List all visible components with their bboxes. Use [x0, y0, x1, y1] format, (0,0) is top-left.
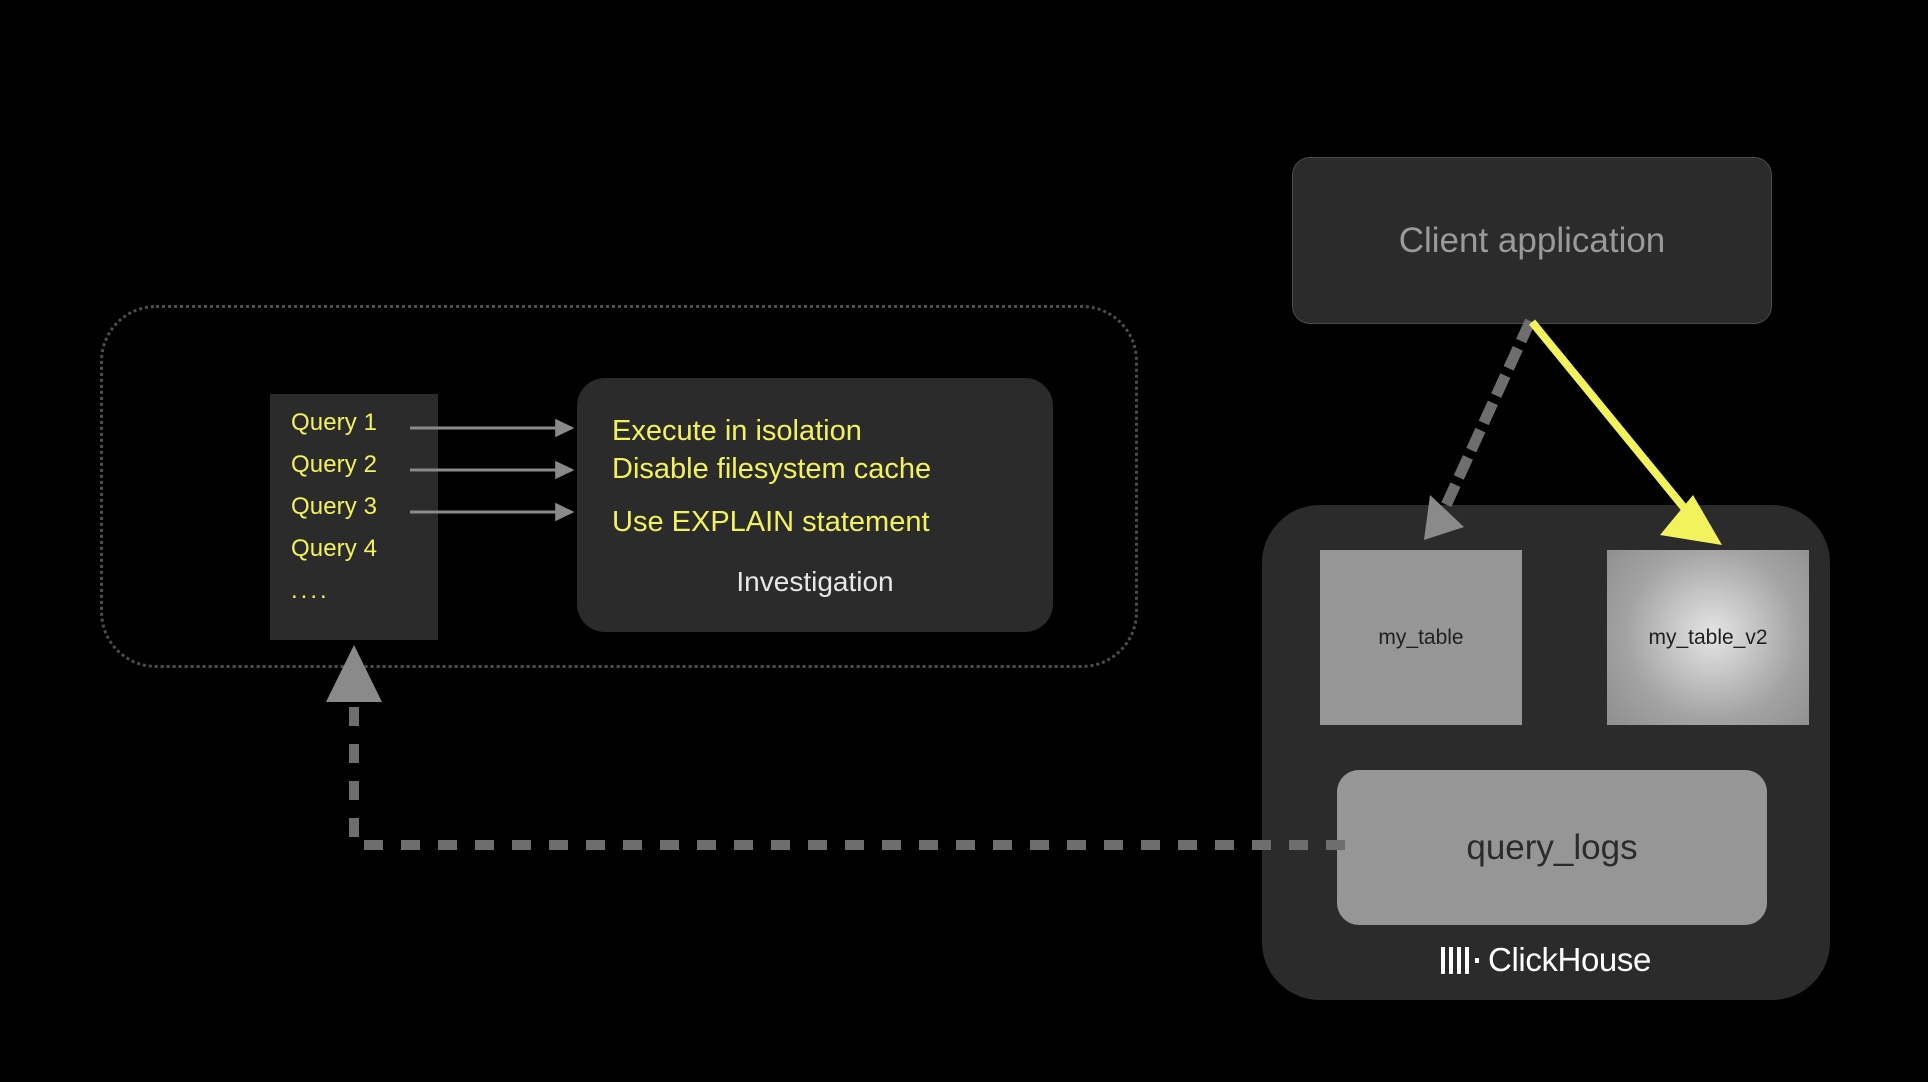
query-list-panel: Query 1 Query 2 Query 3 Query 4 ....	[270, 394, 438, 640]
query-list-item-ellipsis: ....	[291, 577, 330, 604]
arrow-query-logs-to-query-list	[349, 685, 1345, 850]
arrow-client-to-my-table	[1435, 318, 1536, 520]
table-tile-label: my_table	[1378, 625, 1464, 649]
table-tile-label: my_table_v2	[1648, 625, 1768, 649]
investigation-card: Execute in isolation Disable filesystem …	[577, 378, 1053, 632]
query-logs-tile[interactable]: query_logs	[1337, 770, 1767, 925]
query-list-item[interactable]: Query 3	[291, 493, 378, 520]
table-tile-my-table-v2[interactable]: my_table_v2	[1607, 550, 1809, 725]
clickhouse-container: my_table my_table_v2 query_logs ClickHou…	[1262, 505, 1830, 1000]
query-list-item[interactable]: Query 4	[291, 535, 378, 562]
investigation-tip: Disable filesystem cache	[612, 453, 932, 485]
investigation-tip: Execute in isolation	[612, 415, 862, 447]
client-application-box: Client application	[1292, 157, 1772, 324]
arrow-client-to-my-table-v2	[1528, 319, 1694, 518]
query-logs-label: query_logs	[1466, 827, 1638, 867]
query-list-item[interactable]: Query 1	[291, 409, 378, 436]
clickhouse-wordmark: ClickHouse	[1488, 941, 1651, 978]
clickhouse-bars-icon	[1441, 946, 1480, 974]
client-application-label: Client application	[1398, 220, 1666, 260]
table-tile-my-table[interactable]: my_table	[1320, 550, 1522, 725]
query-list-item[interactable]: Query 2	[291, 451, 378, 478]
clickhouse-logo: ClickHouse	[1262, 941, 1830, 979]
investigation-tip: Use EXPLAIN statement	[612, 506, 930, 538]
analysis-boundary-region	[100, 305, 1138, 668]
investigation-card-title: Investigation	[736, 566, 894, 597]
